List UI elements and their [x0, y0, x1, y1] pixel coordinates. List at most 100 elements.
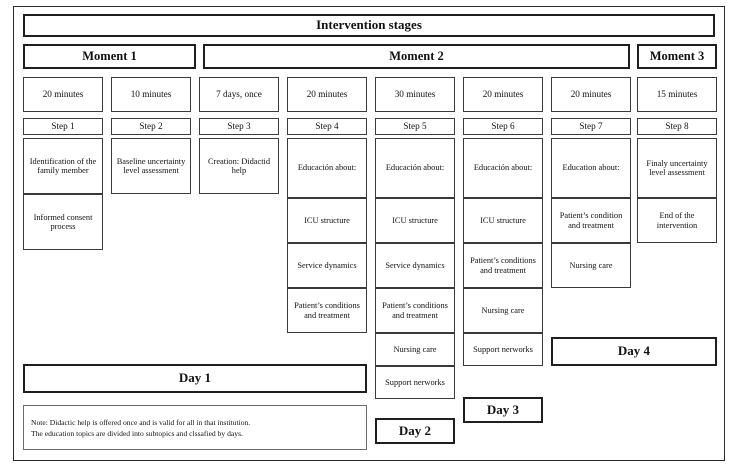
moment-2-header: Moment 2	[203, 44, 630, 69]
step-label: Step 5	[403, 120, 427, 131]
item-label: Baseline uncertainty level assessment	[116, 156, 186, 175]
step-header-5: Step 5	[375, 118, 455, 135]
day-label: Day 4	[617, 343, 651, 359]
item-step7-2: Nursing care	[551, 243, 631, 288]
step-label: Step 4	[315, 120, 339, 131]
item-label: End of the intervention	[656, 211, 698, 230]
item-label: Patient’s conditions and treatment	[294, 301, 360, 320]
moment-3-header: Moment 3	[637, 44, 717, 69]
item-step6-3: Nursing care	[463, 288, 543, 333]
duration-label: 15 minutes	[656, 88, 698, 99]
day-3-banner: Day 3	[463, 397, 543, 423]
duration-step-6: 20 minutes	[463, 77, 543, 112]
item-step3-0: Creation: Didactid help	[199, 138, 279, 194]
item-step6-0: Educación about:	[463, 138, 543, 198]
item-label: Nursing care	[481, 305, 525, 315]
item-label: Creation: Didactid help	[207, 156, 271, 175]
step-label: Step 8	[665, 120, 689, 131]
item-label: Identification of the family member	[29, 156, 97, 175]
day-label: Day 2	[398, 422, 432, 438]
item-label: ICU structure	[304, 215, 350, 225]
step-header-7: Step 7	[551, 118, 631, 135]
item-label: ICU structure	[392, 215, 438, 225]
step-label: Step 3	[227, 120, 251, 131]
duration-step-7: 20 minutes	[551, 77, 631, 112]
duration-step-1: 20 minutes	[23, 77, 103, 112]
item-label: Service dynamics	[385, 260, 445, 270]
item-label: Patient’s conditions and treatment	[382, 301, 448, 320]
step-label: Step 7	[579, 120, 603, 131]
item-step5-1: ICU structure	[375, 198, 455, 243]
item-step5-4: Nursing care	[375, 333, 455, 366]
footnote: Note: Didactic help is offered once and …	[23, 405, 367, 450]
item-step4-3: Patient’s conditions and treatment	[287, 288, 367, 333]
duration-label: 20 minutes	[306, 88, 348, 99]
item-label: Nursing care	[393, 344, 437, 354]
item-step8-1: End of the intervention	[637, 198, 717, 243]
duration-step-2: 10 minutes	[111, 77, 191, 112]
outer-frame: Intervention stages Moment 1 Moment 2 Mo…	[13, 6, 725, 461]
duration-step-5: 30 minutes	[375, 77, 455, 112]
step-label: Step 6	[491, 120, 515, 131]
item-step8-0: Finaly uncertainty level assessment	[637, 138, 717, 198]
item-step5-3: Patient’s conditions and treatment	[375, 288, 455, 333]
footnote-line-2: The education topics are divided into su…	[31, 428, 243, 438]
duration-label: 20 minutes	[570, 88, 612, 99]
step-header-6: Step 6	[463, 118, 543, 135]
item-label: ICU structure	[480, 215, 526, 225]
item-label: Service dynamics	[297, 260, 357, 270]
item-step4-0: Educación about:	[287, 138, 367, 198]
diagram-title-label: Intervention stages	[316, 17, 422, 33]
step-header-8: Step 8	[637, 118, 717, 135]
item-step6-4: Support nerworks	[463, 333, 543, 366]
item-step1-0: Identification of the family member	[23, 138, 103, 194]
item-step4-1: ICU structure	[287, 198, 367, 243]
step-header-3: Step 3	[199, 118, 279, 135]
moment-1-header: Moment 1	[23, 44, 196, 69]
duration-label: 10 minutes	[130, 88, 172, 99]
item-label: Support nerworks	[385, 377, 445, 387]
duration-label: 30 minutes	[394, 88, 436, 99]
item-step5-0: Educación about:	[375, 138, 455, 198]
footnote-line-1: Note: Didactic help is offered once and …	[31, 417, 251, 427]
item-label: Educación about:	[473, 163, 533, 173]
duration-step-4: 20 minutes	[287, 77, 367, 112]
duration-label: 20 minutes	[42, 88, 84, 99]
moment-1-label: Moment 1	[82, 48, 137, 63]
item-label: Finaly uncertainty level assessment	[646, 158, 708, 177]
item-step6-2: Patient’s conditions and treatment	[463, 243, 543, 288]
diagram-title: Intervention stages	[23, 14, 715, 37]
item-step2-0: Baseline uncertainty level assessment	[111, 138, 191, 194]
item-label: Educación about:	[297, 163, 357, 173]
item-step7-0: Education about:	[551, 138, 631, 198]
item-step1-1: Informed consent process	[23, 194, 103, 250]
item-step5-5: Support nerworks	[375, 366, 455, 399]
item-label: Support nerworks	[473, 344, 533, 354]
duration-step-8: 15 minutes	[637, 77, 717, 112]
item-label: Patient’s condition and treatment	[559, 211, 623, 230]
item-label: Education about:	[562, 163, 620, 173]
step-label: Step 1	[51, 120, 75, 131]
item-label: Nursing care	[569, 260, 613, 270]
item-step5-2: Service dynamics	[375, 243, 455, 288]
day-label: Day 3	[486, 401, 520, 417]
day-1-banner: Day 1	[23, 364, 367, 393]
duration-label: 7 days, once	[216, 88, 262, 99]
step-header-4: Step 4	[287, 118, 367, 135]
day-4-banner: Day 4	[551, 337, 717, 366]
duration-label: 20 minutes	[482, 88, 524, 99]
moment-2-label: Moment 2	[389, 48, 444, 63]
item-label: Informed consent process	[33, 212, 93, 231]
step-header-1: Step 1	[23, 118, 103, 135]
item-step7-1: Patient’s condition and treatment	[551, 198, 631, 243]
item-step4-2: Service dynamics	[287, 243, 367, 288]
step-label: Step 2	[139, 120, 163, 131]
moment-3-label: Moment 3	[649, 48, 705, 63]
item-step6-1: ICU structure	[463, 198, 543, 243]
step-header-2: Step 2	[111, 118, 191, 135]
item-label: Educación about:	[385, 163, 445, 173]
duration-step-3: 7 days, once	[199, 77, 279, 112]
item-label: Patient’s conditions and treatment	[470, 256, 536, 275]
day-label: Day 1	[178, 370, 212, 386]
